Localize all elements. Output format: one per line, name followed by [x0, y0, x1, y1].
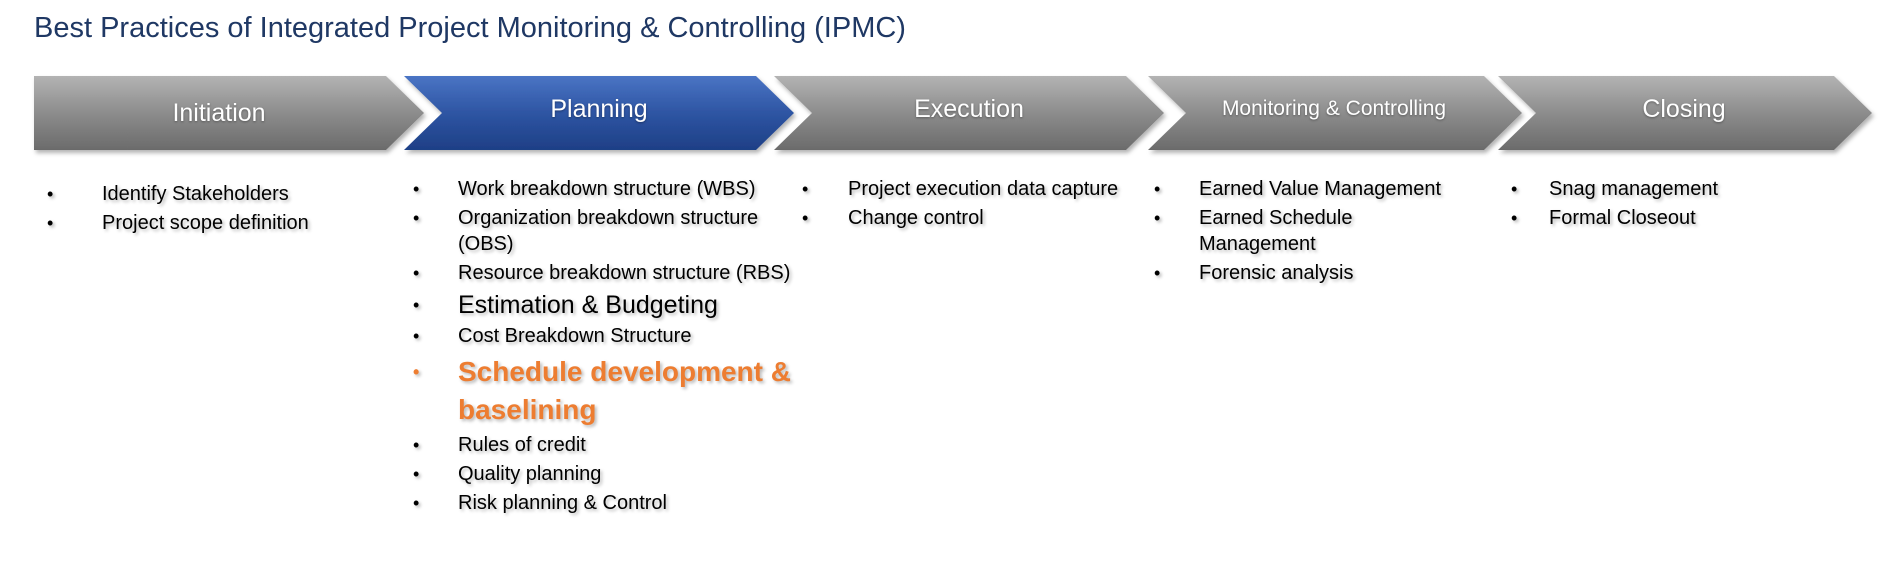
phase-label-closing: Closing [1642, 94, 1726, 123]
list-item: •Project scope definition [47, 212, 309, 234]
list-item: •Snag management [1511, 178, 1719, 200]
planning-list: •Work breakdown structure (WBS) •Organiz… [413, 176, 798, 519]
list-item: •Rules of credit [413, 434, 586, 456]
list-item: •Risk planning & Control [413, 492, 667, 514]
list-item: •Forensic analysis [1154, 262, 1354, 284]
chevron-planning [404, 76, 794, 150]
list-item: •Identify Stakeholders [47, 183, 289, 205]
phase-label-execution: Execution [914, 94, 1024, 123]
list-item: •Cost Breakdown Structure [413, 325, 692, 347]
list-item: •Earned Schedule Management [1154, 207, 1353, 255]
list-item: •Formal Closeout [1511, 207, 1696, 229]
initiation-list: •Identify Stakeholders •Project scope de… [47, 181, 382, 239]
list-item: •Quality planning [413, 463, 602, 485]
list-item: •Resource breakdown structure (RBS) [413, 262, 791, 284]
phase-label-planning: Planning [550, 94, 648, 123]
list-item: •Earned Value Management [1154, 178, 1442, 200]
chevron-closing [1498, 76, 1872, 150]
list-item: •Change control [802, 207, 984, 229]
phase-label-monitoring: Monitoring & Controlling [1221, 97, 1447, 120]
page-title: Best Practices of Integrated Project Mon… [34, 12, 906, 44]
list-item-highlighted: •Schedule development & baselining [413, 356, 791, 425]
chevron-initiation [34, 76, 424, 150]
execution-list: •Project execution data capture •Change … [802, 176, 1138, 234]
list-item: •Project execution data capture [802, 178, 1119, 200]
chevron-execution [774, 76, 1164, 150]
monitoring-list: •Earned Value Management •Earned Schedul… [1154, 176, 1459, 289]
list-item: •Work breakdown structure (WBS) [413, 178, 756, 200]
phase-label-initiation: Initiation [172, 98, 266, 127]
chevron-monitoring [1148, 76, 1522, 150]
closing-list: •Snag management •Formal Closeout [1511, 176, 1829, 234]
list-item: •Estimation & Budgeting [413, 291, 718, 319]
list-item: •Organization breakdown structure (OBS) [413, 207, 759, 255]
